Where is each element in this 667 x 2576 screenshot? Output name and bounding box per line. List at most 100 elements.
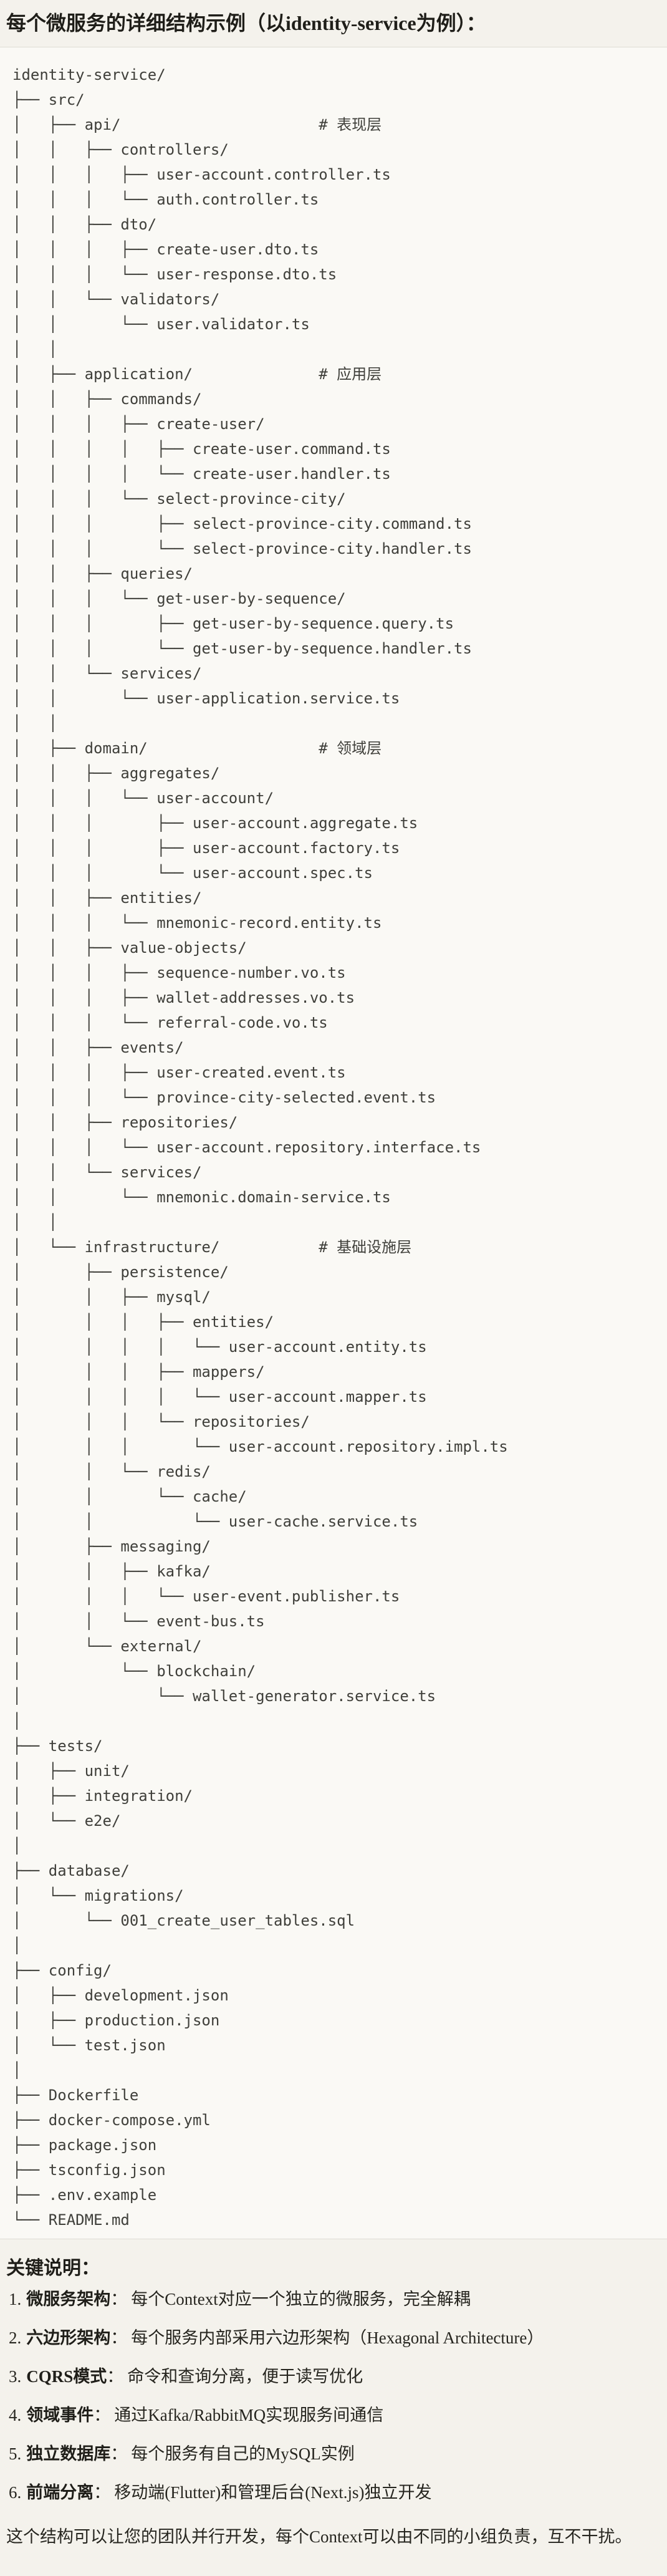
tree-line: │ │ ├── repositories/ bbox=[12, 1114, 238, 1131]
tree-line: │ │ │ └── get-user-by-sequence/ bbox=[12, 590, 346, 607]
notes-heading: 关键说明： bbox=[6, 2258, 100, 2279]
tree-line: │ │ │ └── user-account.repository.interf… bbox=[12, 1139, 481, 1156]
tree-line: │ │ │ └── select-province-city.handler.t… bbox=[12, 540, 472, 557]
tree-line: │ │ │ ├── user-account.controller.ts bbox=[12, 166, 391, 183]
tree-line: │ │ │ └── user-response.dto.ts bbox=[12, 266, 337, 283]
tree-line: │ ├── persistence/ bbox=[12, 1263, 229, 1281]
note-colon: ： bbox=[110, 2290, 128, 2308]
note-item: 6.前端分离：移动端(Flutter)和管理后台(Next.js)独立开发 bbox=[9, 2481, 661, 2504]
directory-tree: identity-service/├── src/│ ├── api/ # 表现… bbox=[12, 62, 667, 2232]
tree-line: ├── .env.example bbox=[12, 2186, 157, 2204]
note-number: 6. bbox=[9, 2483, 22, 2502]
tree-line: │ bbox=[12, 2062, 22, 2079]
tree-line: │ └── external/ bbox=[12, 1638, 202, 1655]
tree-line: │ │ └── event-bus.ts bbox=[12, 1613, 265, 1630]
tree-line: ├── package.json bbox=[12, 2136, 157, 2154]
tree-line: │ ├── integration/ bbox=[12, 1787, 193, 1805]
tree-line: │ │ ├── queries/ bbox=[12, 565, 193, 582]
tree-line: │ └── infrastructure/ # 基础设施层 bbox=[12, 1238, 412, 1256]
note-label: 前端分离 bbox=[26, 2483, 94, 2502]
tree-line: │ ├── production.json bbox=[12, 2012, 220, 2029]
tree-line: │ │ │ └── referral-code.vo.ts bbox=[12, 1014, 328, 1031]
note-label: CQRS模式 bbox=[26, 2367, 107, 2386]
note-text: 移动端(Flutter)和管理后台(Next.js)独立开发 bbox=[114, 2483, 432, 2502]
tree-line: ├── src/ bbox=[12, 91, 85, 109]
tree-line: │ └── migrations/ bbox=[12, 1887, 184, 1904]
tree-line: │ │ │ ├── user-created.event.ts bbox=[12, 1064, 346, 1081]
tree-line: │ ├── domain/ # 领域层 bbox=[12, 740, 382, 757]
tree-line: │ │ └── mnemonic.domain-service.ts bbox=[12, 1189, 391, 1206]
note-item: 4.领域事件：通过Kafka/RabbitMQ实现服务间通信 bbox=[9, 2404, 661, 2426]
tree-line: │ │ │ └── user-event.publisher.ts bbox=[12, 1588, 400, 1605]
tree-line: ├── config/ bbox=[12, 1962, 112, 1979]
tree-line: │ │ │ ├── select-province-city.command.t… bbox=[12, 515, 472, 533]
tree-line: │ │ └── services/ bbox=[12, 1164, 202, 1181]
tree-line: │ │ └── validators/ bbox=[12, 291, 220, 308]
tree-line: │ ├── messaging/ bbox=[12, 1538, 211, 1555]
tree-line: ├── database/ bbox=[12, 1862, 130, 1879]
document: 每个微服务的详细结构示例（以identity-service为例）： ident… bbox=[0, 9, 667, 2549]
tree-line: │ │ │ ├── entities/ bbox=[12, 1313, 274, 1331]
note-colon: ： bbox=[94, 2483, 111, 2502]
tree-line: │ │ ├── mysql/ bbox=[12, 1288, 211, 1306]
note-item: 2.六边形架构：每个服务内部采用六边形架构（Hexagonal Architec… bbox=[9, 2327, 661, 2349]
tree-line: │ └── e2e/ bbox=[12, 1812, 121, 1830]
tree-line: │ │ │ │ ├── create-user.command.ts bbox=[12, 440, 391, 458]
tree-line: │ │ │ ├── user-account.factory.ts bbox=[12, 839, 400, 857]
note-text: 每个Context对应一个独立的微服务，完全解耦 bbox=[131, 2290, 471, 2308]
tree-line: │ bbox=[12, 1837, 22, 1855]
tree-line: ├── docker-compose.yml bbox=[12, 2111, 211, 2129]
tree-line: │ │ │ └── province-city-selected.event.t… bbox=[12, 1089, 436, 1106]
tree-line: │ │ └── user-application.service.ts bbox=[12, 690, 400, 707]
tree-line: │ │ │ ├── get-user-by-sequence.query.ts bbox=[12, 615, 454, 632]
tree-line: │ │ │ └── auth.controller.ts bbox=[12, 191, 319, 208]
tree-line: │ │ │ │ └── user-account.entity.ts bbox=[12, 1338, 427, 1356]
note-colon: ： bbox=[110, 2328, 128, 2347]
tree-line: │ └── 001_create_user_tables.sql bbox=[12, 1912, 355, 1929]
tree-line: │ bbox=[12, 1937, 22, 1954]
note-colon: ： bbox=[110, 2444, 128, 2463]
tree-line: │ │ bbox=[12, 340, 58, 358]
tree-line: │ │ │ └── select-province-city/ bbox=[12, 490, 346, 508]
note-text: 命令和查询分离，便于读写优化 bbox=[127, 2367, 363, 2386]
tree-line: ├── Dockerfile bbox=[12, 2086, 139, 2104]
tree-line: │ │ │ ├── mappers/ bbox=[12, 1363, 265, 1381]
tree-line: │ ├── unit/ bbox=[12, 1762, 130, 1780]
tree-line: │ │ └── user.validator.ts bbox=[12, 316, 310, 333]
tree-line: │ │ │ └── user-account.repository.impl.t… bbox=[12, 1438, 508, 1455]
tree-line: │ │ └── user-cache.service.ts bbox=[12, 1513, 418, 1530]
note-colon: ： bbox=[107, 2367, 124, 2386]
tree-line: │ ├── application/ # 应用层 bbox=[12, 365, 382, 383]
note-number: 3. bbox=[9, 2367, 22, 2386]
note-text: 每个服务有自己的MySQL实例 bbox=[131, 2444, 355, 2463]
tree-line: ├── tests/ bbox=[12, 1737, 103, 1755]
note-label: 领域事件 bbox=[26, 2406, 94, 2424]
note-number: 5. bbox=[9, 2444, 22, 2463]
tree-line: │ │ │ └── user-account.spec.ts bbox=[12, 864, 373, 882]
tree-line: │ │ bbox=[12, 715, 58, 732]
tree-line: │ │ ├── dto/ bbox=[12, 216, 157, 233]
tree-line: │ ├── development.json bbox=[12, 1987, 229, 2004]
tree-line: │ │ └── services/ bbox=[12, 665, 202, 682]
note-text: 通过Kafka/RabbitMQ实现服务间通信 bbox=[114, 2406, 384, 2424]
tree-line: │ └── test.json bbox=[12, 2037, 166, 2054]
tree-line: │ │ │ ├── create-user.dto.ts bbox=[12, 241, 319, 258]
tree-line: │ │ │ └── get-user-by-sequence.handler.t… bbox=[12, 640, 472, 657]
tree-line: │ │ │ └── mnemonic-record.entity.ts bbox=[12, 914, 382, 932]
tree-line: identity-service/ bbox=[12, 66, 166, 84]
tree-line: │ │ └── redis/ bbox=[12, 1463, 211, 1480]
note-colon: ： bbox=[94, 2406, 111, 2424]
note-text: 每个服务内部采用六边形架构（Hexagonal Architecture） bbox=[131, 2328, 544, 2347]
tree-line: │ │ │ │ └── create-user.handler.ts bbox=[12, 465, 391, 483]
tree-line: │ │ ├── value-objects/ bbox=[12, 939, 247, 957]
note-number: 2. bbox=[9, 2328, 22, 2347]
closing-paragraph: 这个结构可以让您的团队并行开发，每个Context可以由不同的小组负责，互不干扰… bbox=[6, 2527, 632, 2546]
tree-line: │ └── blockchain/ bbox=[12, 1662, 256, 1680]
tree-line: │ bbox=[12, 1712, 22, 1730]
tree-line: │ │ └── cache/ bbox=[12, 1488, 247, 1505]
tree-line: │ │ │ └── repositories/ bbox=[12, 1413, 310, 1430]
tree-line: │ │ │ │ └── user-account.mapper.ts bbox=[12, 1388, 427, 1406]
tree-line: │ │ ├── commands/ bbox=[12, 390, 202, 408]
